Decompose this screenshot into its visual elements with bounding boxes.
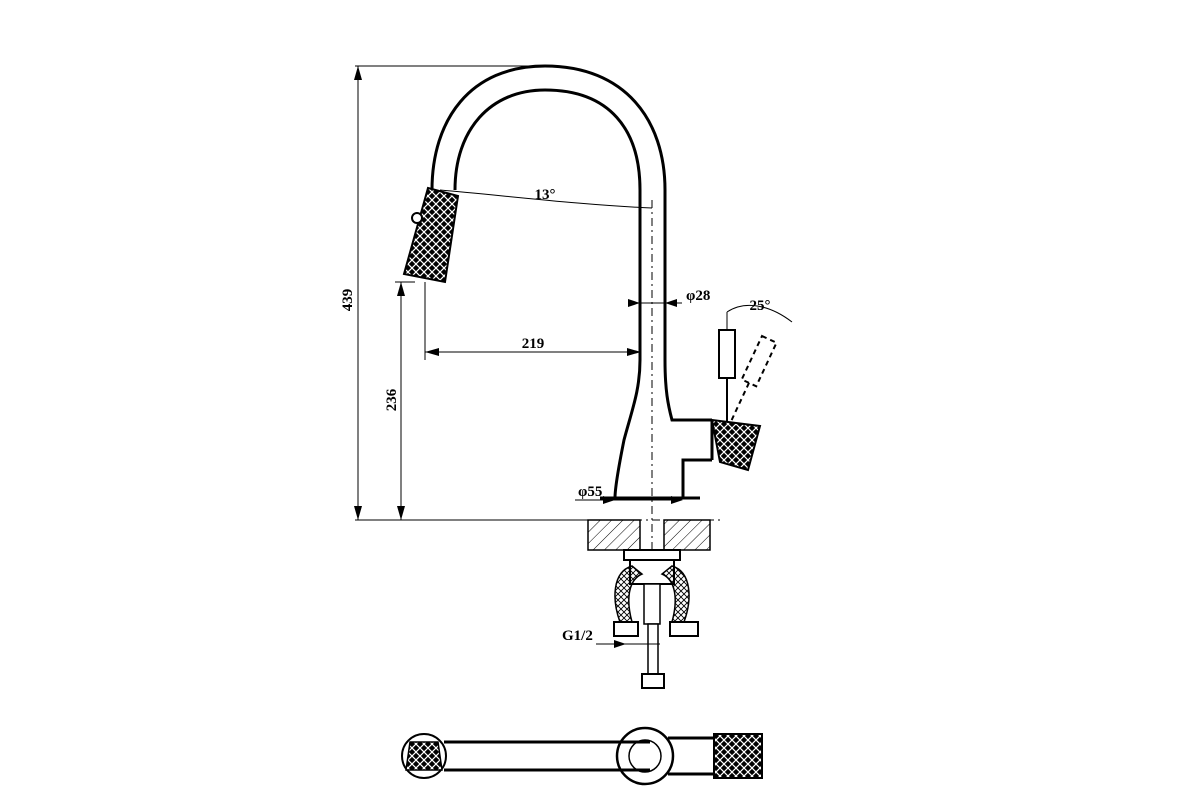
- hose-thread-label: G1/2: [562, 628, 593, 644]
- mounting-hardware: [613, 549, 699, 689]
- lever-handle: [710, 329, 778, 472]
- spout-angle-label: 13°: [535, 187, 556, 203]
- base-diameter-dimension: φ55: [575, 484, 683, 504]
- reach-label: 219: [522, 336, 545, 352]
- top-view: [401, 726, 763, 786]
- spout-diameter-label: φ28: [686, 288, 710, 304]
- height-dimension-439: 439: [340, 65, 590, 521]
- reach-dimension-219: 219: [424, 282, 641, 360]
- spray-head: [402, 186, 460, 284]
- base-diameter-label: φ55: [578, 484, 602, 500]
- spout-diameter-dimension: φ28: [628, 288, 710, 307]
- lever-angle-label: 25°: [750, 298, 771, 314]
- height-dimension-236: 236: [384, 281, 415, 520]
- countertop-section: [580, 519, 720, 551]
- total-height-label: 439: [340, 289, 356, 312]
- spout-height-label: 236: [384, 388, 400, 411]
- faucet-body: [430, 64, 714, 560]
- hose-thread-dimension: G1/2: [562, 628, 660, 648]
- lever-angle-dimension: 25°: [726, 298, 793, 330]
